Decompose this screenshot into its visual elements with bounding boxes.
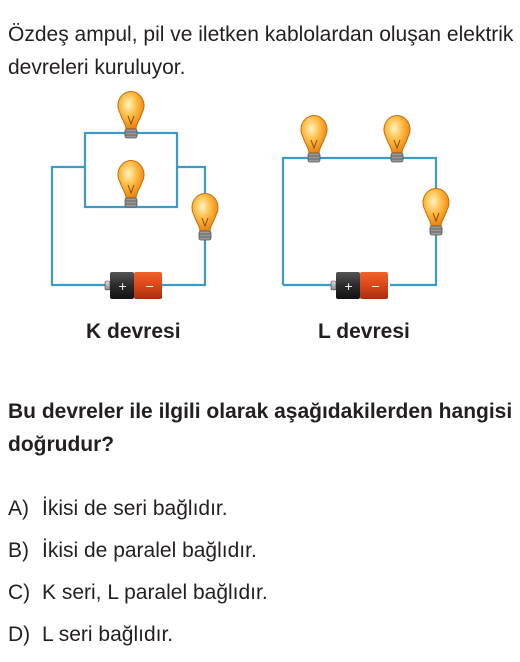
bulb-icon — [117, 160, 145, 208]
option-letter: A) — [8, 497, 29, 520]
option-text: İkisi de seri bağlıdır. — [42, 497, 228, 520]
battery-minus: − — [145, 280, 154, 293]
option-b[interactable]: B) İkisi de paralel bağlıdır. — [8, 530, 513, 572]
option-text: İkisi de paralel bağlıdır. — [42, 539, 257, 562]
option-text: K seri, L paralel bağlıdır. — [42, 581, 268, 604]
bulb-icon — [383, 115, 411, 163]
bulb-icon — [422, 188, 450, 236]
question-intro: Özdeş ampul, pil ve iletken kablolardan … — [8, 23, 514, 79]
k-circuit-wires — [50, 131, 207, 287]
battery-icon: + − — [330, 272, 388, 299]
k-circuit-caption: K devresi — [86, 320, 181, 343]
battery-minus: − — [371, 280, 380, 293]
option-text: L seri bağlıdır. — [42, 623, 174, 646]
question-stem: Bu devreler ile ilgili olarak aşağıdakil… — [8, 400, 513, 456]
battery-plus: + — [118, 280, 127, 293]
bulb-icon — [191, 193, 219, 241]
circuit-diagrams: + − + − — [50, 91, 450, 299]
option-letter: D) — [8, 623, 31, 646]
option-d[interactable]: D) L seri bağlıdır. — [8, 614, 513, 656]
option-c[interactable]: C) K seri, L paralel bağlıdır. — [8, 572, 513, 614]
l-circuit-caption: L devresi — [318, 320, 410, 343]
battery-plus: + — [344, 280, 353, 293]
bulb-icon — [300, 115, 328, 163]
option-letter: B) — [8, 539, 29, 562]
bulb-icon — [117, 91, 145, 139]
option-a[interactable]: A) İkisi de seri bağlıdır. — [8, 488, 513, 530]
battery-icon: + − — [104, 272, 162, 299]
option-letter: C) — [8, 581, 31, 604]
answer-options: A) İkisi de seri bağlıdır. B) İkisi de p… — [8, 488, 513, 656]
l-circuit-wires — [281, 156, 438, 287]
